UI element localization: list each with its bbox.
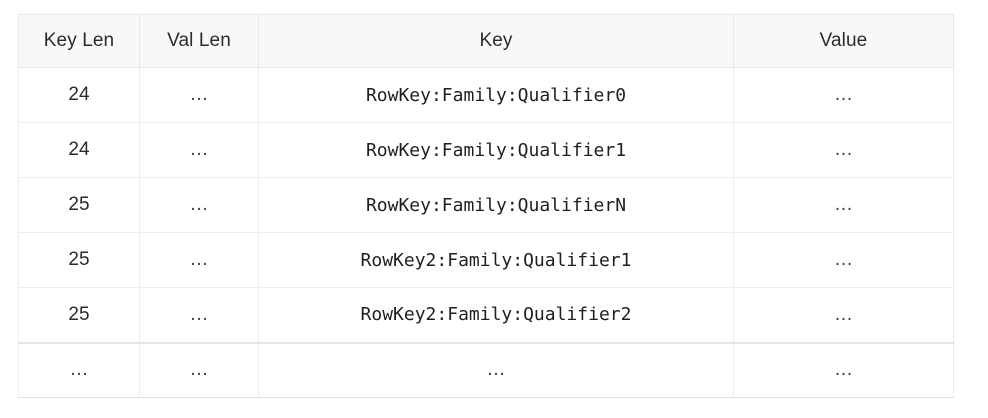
keyvalue-table: Key Len Val Len Key Value 24 … RowKey:Fa… — [18, 14, 954, 398]
cell-value: … — [733, 122, 954, 178]
cell-key: RowKey:Family:Qualifier0 — [258, 67, 734, 123]
cell-val-len: … — [139, 67, 259, 123]
cell-value: … — [733, 341, 954, 398]
cell-key-len: 24 — [18, 67, 140, 123]
cell-key: RowKey:Family:Qualifier1 — [258, 122, 734, 178]
table-row: 25 … RowKey2:Family:Qualifier2 … — [18, 287, 954, 343]
cell-value: … — [733, 232, 954, 288]
cell-value: … — [733, 287, 954, 343]
column-header-value: Value — [733, 14, 954, 68]
table-header-row: Key Len Val Len Key Value — [18, 14, 954, 68]
cell-key-len: 25 — [18, 177, 140, 233]
cell-key-len: … — [18, 341, 140, 398]
cell-key-len: 25 — [18, 287, 140, 343]
cell-val-len: … — [139, 341, 259, 398]
cell-key-len: 25 — [18, 232, 140, 288]
table-body: 24 … RowKey:Family:Qualifier0 … 24 … Row… — [18, 67, 954, 398]
cell-key: … — [258, 341, 734, 398]
cell-key-len: 24 — [18, 122, 140, 178]
table-row-continuation: … … … … — [18, 341, 954, 398]
cell-val-len: … — [139, 177, 259, 233]
cell-key: RowKey:Family:QualifierN — [258, 177, 734, 233]
table-header: Key Len Val Len Key Value — [18, 14, 954, 68]
table-row: 25 … RowKey:Family:QualifierN … — [18, 177, 954, 233]
cell-val-len: … — [139, 232, 259, 288]
column-header-key: Key — [258, 14, 734, 68]
keyvalue-table-container: Key Len Val Len Key Value 24 … RowKey:Fa… — [18, 14, 954, 398]
cell-key: RowKey2:Family:Qualifier2 — [258, 287, 734, 343]
cell-value: … — [733, 177, 954, 233]
column-header-val-len: Val Len — [139, 14, 259, 68]
column-header-key-len: Key Len — [18, 14, 140, 68]
table-row: 24 … RowKey:Family:Qualifier0 … — [18, 67, 954, 123]
cell-val-len: … — [139, 122, 259, 178]
cell-val-len: … — [139, 287, 259, 343]
table-row: 25 … RowKey2:Family:Qualifier1 … — [18, 232, 954, 288]
cell-key: RowKey2:Family:Qualifier1 — [258, 232, 734, 288]
table-row: 24 … RowKey:Family:Qualifier1 … — [18, 122, 954, 178]
cell-value: … — [733, 67, 954, 123]
